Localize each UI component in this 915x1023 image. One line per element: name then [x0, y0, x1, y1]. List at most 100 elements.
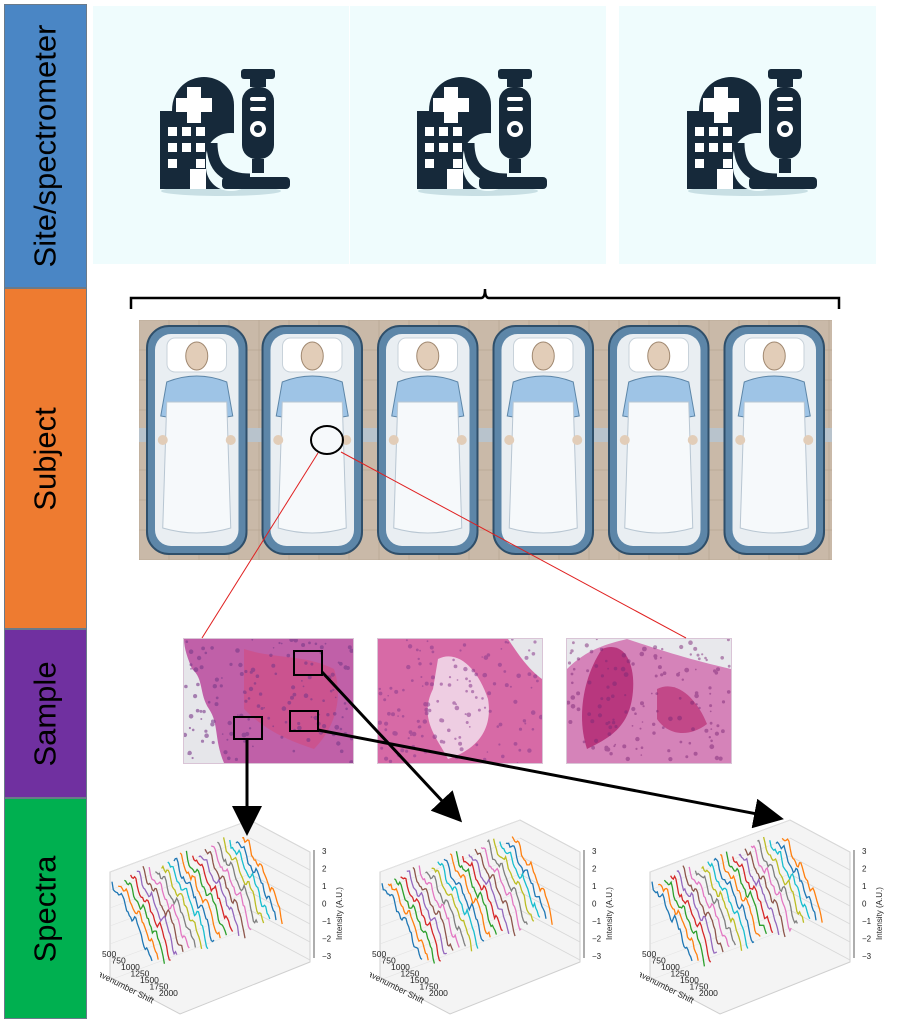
spectrum-line [449, 853, 491, 938]
spectrum-line [185, 850, 228, 936]
spectrum-line [750, 845, 792, 933]
spectrum-line [425, 871, 467, 947]
spectrum-line [443, 858, 485, 942]
spectrum-line [437, 861, 479, 949]
spectrum-line [381, 883, 423, 960]
spectrum-line [111, 881, 153, 962]
x-tick-label: 2000 [159, 988, 178, 998]
z-tick-label: 1 [592, 882, 597, 891]
spectrum-line [757, 839, 798, 924]
x-tick-label: 1000 [121, 962, 140, 972]
x-tick-label: 500 [372, 949, 386, 959]
hospital-microscope-icon [673, 65, 823, 205]
spectrum-line [701, 865, 743, 951]
z-tick-label: 2 [322, 865, 327, 874]
z-tick-label: 3 [592, 847, 597, 856]
spectrum-line [694, 870, 736, 946]
z-tick-label: −1 [862, 917, 872, 926]
spectrum-line [468, 854, 510, 935]
z-axis-label: Intensity (A.U.) [875, 887, 884, 940]
spectrum-line [173, 857, 215, 943]
z-tick-label: 2 [592, 865, 597, 874]
subject-image [139, 320, 832, 560]
spectrum-line [118, 885, 159, 960]
roi-box-top [293, 650, 323, 676]
x-tick-label: 750 [112, 956, 126, 966]
row-spectra-band: Spectra [4, 798, 87, 1019]
spectrum-line [511, 836, 553, 925]
spectrum-line [707, 861, 749, 949]
spectrum-line [387, 883, 429, 961]
sample-image-1 [183, 638, 354, 764]
spectrum-line [136, 870, 178, 956]
z-tick-label: 1 [322, 882, 327, 891]
spectrum-line [455, 851, 498, 935]
spectrum-line [418, 865, 460, 948]
spectrum-line [235, 841, 277, 921]
x-tick-label: 1000 [661, 962, 680, 972]
x-tick-label: 750 [382, 956, 396, 966]
row-subject-label: Subject [27, 406, 63, 511]
hospital-microscope-icon [146, 65, 296, 205]
spectrum-line [148, 866, 190, 949]
row-spectra-label: Spectra [27, 855, 63, 962]
x-tick-label: 1500 [680, 975, 699, 985]
spectrum-line [229, 839, 271, 920]
spectrum-line [461, 855, 503, 932]
row-site-band: Site/spectrometer [4, 4, 87, 288]
spectrum-line [191, 855, 234, 932]
x-tick-label: 2000 [699, 988, 718, 998]
spectrum-line [719, 853, 761, 937]
x-tick-label: 500 [642, 949, 656, 959]
z-tick-label: −3 [592, 952, 602, 961]
spectrum-line [474, 848, 516, 937]
row-sample-band: Sample [4, 629, 87, 798]
site-card-3 [619, 6, 876, 264]
spectrum-line [762, 836, 805, 923]
row-site-label: Site/spectrometer [27, 24, 63, 268]
grouping-brace [129, 288, 841, 309]
spectrum-line [242, 837, 283, 925]
spectrum-line [406, 870, 448, 955]
spectrum-line [499, 841, 541, 918]
spectrum-line [663, 879, 706, 967]
z-tick-label: −2 [322, 935, 332, 944]
spectrum-line [738, 853, 780, 936]
spectrum-line [480, 846, 522, 931]
spectrum-line [161, 864, 203, 950]
spectrum-line [167, 861, 209, 950]
spectrum-line [682, 865, 724, 953]
x-tick-label: 1250 [401, 969, 420, 979]
sample-image-3 [566, 638, 732, 764]
site-card-2 [350, 6, 606, 264]
spectrum-line [217, 841, 258, 924]
z-tick-label: 2 [862, 865, 867, 874]
z-tick-label: −3 [862, 952, 872, 961]
x-tick-label: 1500 [410, 975, 429, 985]
z-tick-label: −1 [322, 917, 332, 926]
x-tick-label: 1750 [690, 982, 709, 992]
subject-bed [608, 325, 710, 555]
sample-image-2 [377, 638, 543, 764]
spectrum-line [505, 842, 547, 919]
spectrum-line [179, 852, 221, 939]
x-tick-label: 1750 [420, 982, 439, 992]
spectrum-line [725, 851, 768, 935]
spectrum-line [744, 848, 786, 938]
site-card-1 [93, 6, 349, 264]
spectrum-line [731, 856, 774, 934]
roi-box-right [289, 710, 319, 732]
spectrum-line [651, 881, 693, 962]
x-tick-label: 1500 [140, 975, 159, 985]
spectrum-line [393, 878, 436, 964]
row-sample-label: Sample [27, 660, 63, 767]
z-tick-label: 0 [592, 900, 597, 909]
x-tick-label: 1000 [391, 962, 410, 972]
spectrum-line [781, 837, 823, 923]
spectrum-line [670, 874, 712, 963]
subject-bed [492, 325, 594, 555]
x-tick-label: 750 [652, 956, 666, 966]
z-tick-label: 3 [862, 847, 867, 856]
